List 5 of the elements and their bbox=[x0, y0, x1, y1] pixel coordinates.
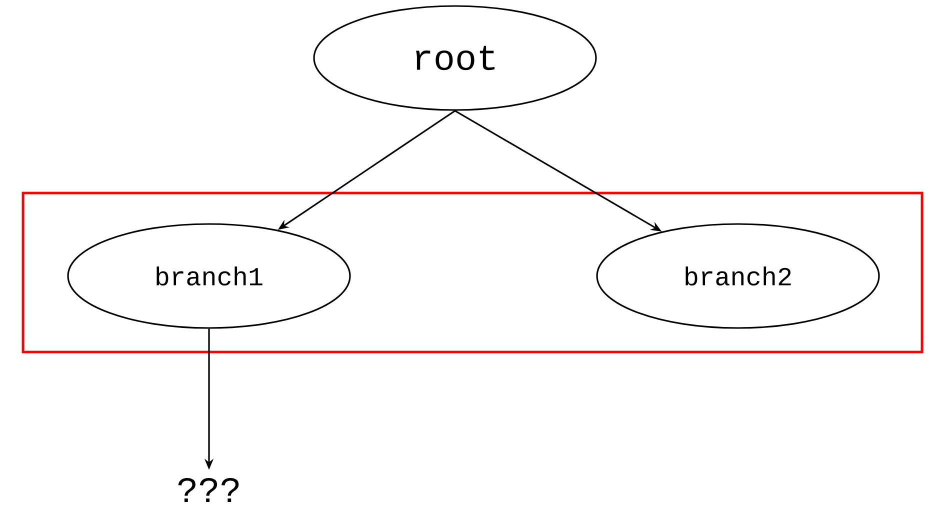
node-label: ??? bbox=[178, 478, 239, 502]
ellipse-node: branch2 bbox=[596, 223, 880, 329]
ellipse-node: branch1 bbox=[67, 223, 351, 329]
ellipse-node: root bbox=[313, 5, 597, 111]
group-frame bbox=[22, 192, 924, 354]
